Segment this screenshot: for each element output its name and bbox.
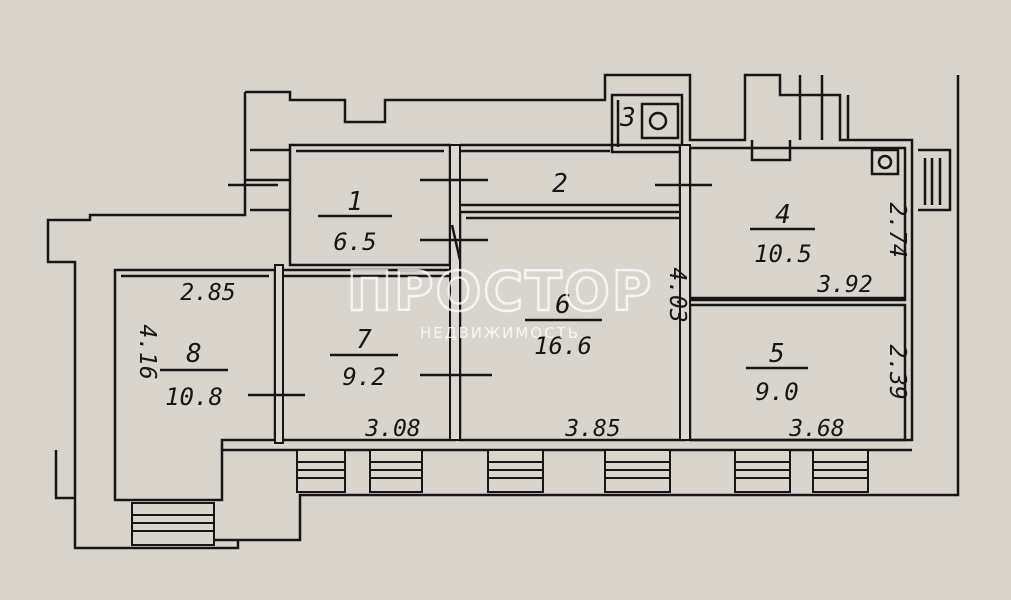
- windows: [131, 449, 869, 546]
- room-6-number: 6: [555, 290, 571, 320]
- exterior-walls: [46, 73, 960, 550]
- watermark-title: ПРОСТОР: [347, 260, 654, 323]
- window: [369, 449, 423, 493]
- room-6-width-label: 3.85: [564, 416, 620, 442]
- window: [296, 449, 346, 493]
- room-5-width-label: 3.68: [788, 416, 844, 442]
- toilet-fixture: [640, 102, 680, 140]
- window: [487, 449, 544, 493]
- room-8-width-label: 2.85: [180, 280, 235, 306]
- room-5-area: 9.0: [755, 378, 798, 406]
- room-5-height-label: 2.39: [884, 344, 910, 399]
- watermark: ПРОСТОР НЕДВИЖИМОСТЬ: [345, 259, 654, 342]
- room-8-number: 8: [186, 339, 202, 369]
- room-1-number: 1: [347, 187, 363, 217]
- room-2-number: 2: [552, 169, 568, 199]
- window: [604, 449, 671, 493]
- room-1-area: 6.5: [333, 228, 376, 256]
- room-4-area: 10.5: [754, 240, 812, 268]
- window: [812, 449, 869, 493]
- room-3-number: 3: [619, 103, 636, 133]
- area-underlines: [160, 214, 815, 372]
- window: [734, 449, 791, 493]
- wall-thickness: [274, 144, 691, 444]
- room-5-number: 5: [769, 339, 785, 369]
- room-7-width-label: 3.08: [364, 416, 420, 442]
- room-7-number: 7: [356, 325, 372, 355]
- room-4-height-label: 2.74: [884, 202, 910, 257]
- room-8-area: 10.8: [165, 383, 223, 411]
- interior-walls: [113, 75, 952, 502]
- watermark-subtitle: НЕДВИЖИМОСТЬ: [420, 324, 580, 342]
- room-8-height-label: 4.16: [134, 324, 160, 379]
- door-markers: [228, 178, 712, 397]
- room-6-height-label: 4.03: [664, 267, 690, 322]
- room-4-width-label: 3.92: [816, 272, 872, 298]
- room-6-area: 16.6: [534, 332, 592, 360]
- room-7-area: 9.2: [342, 363, 385, 391]
- stove-fixture: [870, 148, 900, 176]
- window: [131, 502, 215, 546]
- room-4-number: 4: [775, 200, 791, 230]
